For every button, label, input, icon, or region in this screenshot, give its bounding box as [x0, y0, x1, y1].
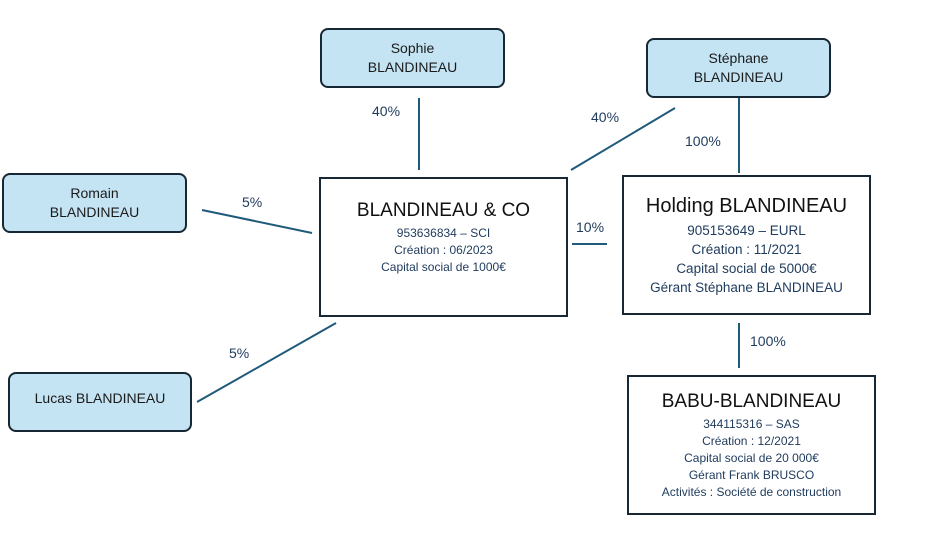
company-creation: Création : 06/2023: [394, 242, 493, 257]
company-babu-blandineau: BABU-BLANDINEAU 344115316 – SAS Création…: [627, 375, 876, 515]
company-title: BABU-BLANDINEAU: [661, 390, 842, 412]
connector-stephane-co: [570, 107, 676, 171]
company-creation: Création : 12/2021: [702, 433, 801, 448]
pct-stephane-co: 40%: [591, 109, 620, 125]
pct-romain-co: 5%: [242, 194, 263, 210]
person-name: Lucas BLANDINEAU: [34, 389, 166, 406]
person-first-name: Sophie: [390, 40, 435, 56]
pct-lucas-co: 5%: [229, 345, 250, 361]
pct-holding-babu: 100%: [750, 333, 786, 349]
person-last-name: BLANDINEAU: [367, 59, 458, 75]
person-stephane: Stéphane BLANDINEAU: [646, 38, 831, 98]
person-first-name: Stéphane: [708, 50, 769, 66]
company-title: BLANDINEAU & CO: [356, 199, 531, 221]
person-sophie: Sophie BLANDINEAU: [320, 28, 505, 88]
pct-holding-co: 10%: [576, 219, 605, 235]
pct-stephane-holding: 100%: [685, 133, 721, 149]
company-manager: Gérant Frank BRUSCO: [688, 467, 815, 482]
person-first-name: Romain: [70, 185, 119, 201]
company-manager: Gérant Stéphane BLANDINEAU: [650, 280, 843, 295]
person-last-name: BLANDINEAU: [693, 69, 784, 85]
company-registration: 953636834 – SCI: [396, 225, 491, 240]
company-creation: Création : 11/2021: [691, 242, 802, 257]
company-holding-blandineau: Holding BLANDINEAU 905153649 – EURL Créa…: [622, 175, 871, 315]
company-activity: Activités : Société de construction: [661, 484, 842, 499]
company-title: Holding BLANDINEAU: [645, 195, 848, 217]
company-capital: Capital social de 1000€: [381, 259, 506, 274]
person-last-name: BLANDINEAU: [49, 204, 140, 220]
pct-sophie-co: 40%: [372, 103, 401, 119]
company-registration: 344115316 – SAS: [703, 416, 800, 431]
person-lucas: Lucas BLANDINEAU: [8, 372, 192, 432]
company-blandineau-co: BLANDINEAU & CO 953636834 – SCI Création…: [319, 177, 568, 317]
connector-romain-co: [201, 209, 313, 234]
company-capital: Capital social de 5000€: [676, 261, 817, 276]
person-romain: Romain BLANDINEAU: [2, 173, 187, 233]
company-registration: 905153649 – EURL: [687, 223, 806, 238]
connector-lucas-co: [196, 322, 337, 403]
company-capital: Capital social de 20 000€: [684, 450, 819, 465]
